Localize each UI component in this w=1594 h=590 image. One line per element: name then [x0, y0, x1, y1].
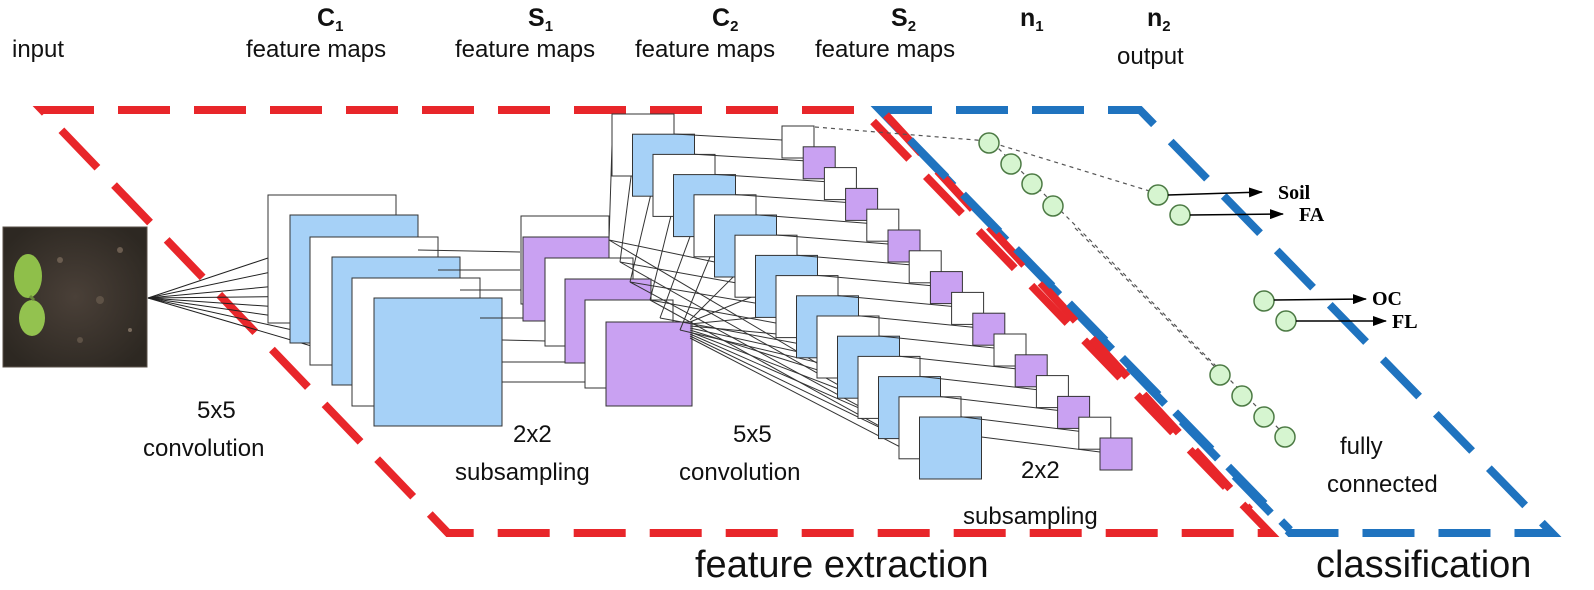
connection-line [755, 214, 867, 224]
connection-line [147, 267, 291, 299]
section-label-feature-extraction: feature extraction [695, 544, 989, 586]
connection-line [796, 254, 910, 266]
n1-neurons [978, 132, 1296, 448]
s2-map-frame [1035, 375, 1069, 409]
connection-line [689, 335, 900, 438]
connection-line [689, 333, 879, 418]
input-image [2, 226, 148, 368]
n1-neuron [1042, 195, 1064, 217]
connection-line [981, 436, 1101, 453]
header-s1-name: S1 [528, 4, 553, 35]
output-label-fl: FL [1392, 311, 1418, 333]
section-label-classification: classification [1316, 544, 1531, 586]
n1-neuron [1000, 153, 1022, 175]
connection-line [919, 375, 1037, 391]
c1-conv-map [373, 297, 503, 427]
header-c2-name: C2 [712, 4, 738, 35]
feature-extraction-border [32, 106, 1280, 537]
connection-line [659, 317, 818, 348]
classification-inner-edge [907, 137, 1293, 533]
connection-line [689, 329, 838, 377]
fc-label-line2: connected [1327, 471, 1438, 498]
header-s2-name: S2 [891, 4, 916, 35]
header-n2-label: output [1117, 43, 1184, 70]
s2-pool-map [1099, 437, 1133, 471]
output-label-fa: FA [1299, 204, 1325, 226]
connection-line [940, 396, 1058, 411]
pool2-size-label: 2x2 [1021, 457, 1060, 484]
connection-line [817, 274, 931, 287]
output-neuron-oc [1253, 290, 1275, 312]
leaf-icon [19, 300, 45, 336]
connection-line [689, 274, 736, 321]
header-c1-name: C1 [317, 4, 343, 35]
c1-feature-maps [267, 194, 605, 427]
pool2-op-label: subsampling [963, 503, 1098, 530]
header-n1-name: n1 [1020, 4, 1044, 35]
connection-line [679, 245, 715, 331]
connection-line [689, 294, 756, 323]
header-c2-label: feature maps [635, 36, 775, 63]
connection-line [629, 281, 777, 308]
s1-feature-maps [520, 215, 693, 407]
conv2-size-label: 5x5 [733, 421, 772, 448]
s1-pool-map [605, 321, 693, 407]
header-s1-label: feature maps [455, 36, 595, 63]
connection-line [714, 173, 825, 183]
connection-line [649, 299, 797, 328]
header-c1-label: feature maps [246, 36, 386, 63]
c2-conv-map [919, 416, 982, 480]
output-neuron-soil [1147, 184, 1169, 206]
output-label-oc: OC [1372, 288, 1402, 310]
connection-line [837, 295, 952, 307]
fc-label-line1: fully [1340, 433, 1383, 460]
n1-neuron [978, 132, 1000, 154]
connection-line [776, 234, 889, 245]
connection-line [673, 133, 783, 141]
pool1-size-label: 2x2 [513, 421, 552, 448]
n1-neuron [1274, 426, 1296, 448]
connection-line [689, 327, 818, 357]
c2-feature-maps [611, 113, 982, 480]
connection-line [649, 299, 920, 449]
n1-neuron [1231, 385, 1253, 407]
connection-line [679, 329, 838, 368]
header-n2-name: n2 [1147, 4, 1171, 35]
n1-neuron [1209, 364, 1231, 386]
s2-pool-map [972, 312, 1006, 346]
connection-line [689, 331, 859, 397]
connection-line [629, 185, 654, 283]
connection-line [899, 355, 1016, 370]
output-layer: Soil FA OC FL [1147, 182, 1418, 333]
connection-line [858, 315, 973, 328]
connection-line [878, 335, 995, 349]
header-s2-label: feature maps [815, 36, 955, 63]
n1-neuron [1021, 173, 1043, 195]
connection-line [694, 153, 804, 162]
output-neuron-fa [1169, 204, 1191, 226]
output-label-soil: Soil [1278, 182, 1311, 204]
n1-neuron [1253, 406, 1275, 428]
s2-feature-maps [673, 125, 1133, 471]
header-input: input [12, 36, 64, 63]
feature-extraction-inner-edge [883, 112, 1253, 513]
connection-line [619, 165, 633, 263]
pool1-op-label: subsampling [455, 459, 590, 486]
connection-line [735, 194, 846, 203]
conv1-size-label: 5x5 [197, 397, 236, 424]
conv1-op-label: convolution [143, 435, 264, 462]
leaf-icon [14, 254, 42, 298]
connection-line [417, 249, 521, 253]
connection-line [649, 205, 674, 301]
connection-line [147, 257, 269, 299]
connection-line [960, 416, 1079, 432]
output-neuron-fl [1275, 310, 1297, 332]
connection-line [629, 281, 900, 429]
connection-line [619, 261, 756, 287]
connection-line [619, 261, 879, 409]
conv2-op-label: convolution [679, 459, 800, 486]
